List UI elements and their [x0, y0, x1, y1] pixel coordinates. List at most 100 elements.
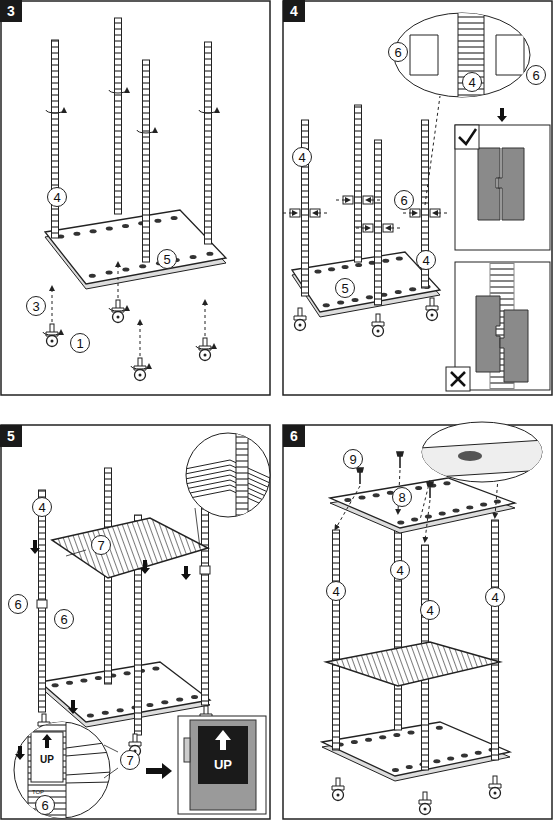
- callout-circle: 7: [91, 535, 111, 555]
- rotate-arrow: [46, 110, 64, 113]
- plate-hole: [409, 287, 416, 291]
- plate-hole: [436, 726, 443, 730]
- plate-hole: [393, 733, 400, 737]
- check-mark: [459, 129, 476, 144]
- leader-line: [66, 550, 86, 556]
- up-arrow: [42, 734, 52, 748]
- plate-hole: [396, 256, 403, 260]
- plate-hole: [122, 224, 129, 228]
- callout-circle: 4: [47, 187, 67, 207]
- wire-detail: [180, 485, 270, 503]
- plate-hole: [453, 508, 460, 512]
- callout-circle: 4: [292, 147, 312, 167]
- plate-hole: [117, 708, 124, 712]
- plate-hole: [395, 290, 402, 294]
- guide-line: [283, 213, 295, 214]
- cross-box: [446, 367, 470, 391]
- pole: [202, 490, 209, 705]
- down-arrow: [140, 560, 150, 574]
- plate-hole: [392, 768, 399, 772]
- plate-hole: [475, 751, 482, 755]
- pole: [143, 60, 150, 262]
- wire-detail: [180, 480, 270, 498]
- plate-hole: [161, 700, 168, 704]
- sleeve-half: [410, 35, 438, 75]
- guide-line: [118, 264, 119, 298]
- sleeve-half: [500, 310, 528, 382]
- sleeve-half: [476, 296, 500, 372]
- guide-line: [425, 96, 440, 205]
- callout-circle: 4: [462, 72, 482, 92]
- plate-hole: [190, 255, 197, 259]
- callout-circle: 6: [54, 609, 74, 629]
- caster-hub: [204, 354, 207, 357]
- plate-hole: [344, 498, 351, 502]
- caster-hub: [337, 794, 340, 797]
- wire-detail: [180, 490, 270, 508]
- wire-detail: [180, 465, 270, 483]
- callout-number: 7: [97, 539, 104, 552]
- plate-hole: [139, 264, 146, 268]
- caster-hub: [431, 314, 434, 317]
- leader-line: [104, 768, 118, 778]
- correct-view: [455, 125, 550, 250]
- wire-detail: [180, 460, 270, 478]
- down-arrow: [15, 746, 25, 760]
- guide-line: [368, 200, 380, 201]
- caster-hub: [424, 808, 427, 811]
- plate-detail: [420, 440, 545, 478]
- check-box: [455, 125, 479, 149]
- caster-wheel: [420, 804, 431, 815]
- pole: [115, 18, 122, 214]
- wire-shelf: [326, 642, 500, 686]
- callout-circle: 5: [335, 278, 355, 298]
- step-number: 3: [0, 0, 22, 22]
- callout-number: 4: [53, 191, 60, 204]
- callout-circle: 6: [8, 594, 28, 614]
- shelf-plate: [322, 722, 510, 776]
- callout-circle: 4: [390, 560, 410, 580]
- next-arrow: [146, 763, 172, 779]
- guide-line: [435, 213, 447, 214]
- shelf-plate: [330, 478, 515, 528]
- pole: [52, 40, 59, 238]
- callout-number: 7: [126, 754, 133, 767]
- plate-hole: [323, 303, 330, 307]
- plate-hole: [52, 683, 59, 687]
- up-plate: [198, 726, 248, 784]
- rotate-arrow: [199, 110, 217, 113]
- caster-wheel: [373, 326, 384, 337]
- pole-detail: [236, 430, 248, 520]
- callout-circle: 4: [485, 587, 505, 607]
- wire-end: [184, 738, 190, 762]
- plate-hole: [443, 481, 450, 485]
- guide-line: [52, 288, 53, 322]
- screw: [397, 452, 403, 468]
- callout-number: 6: [14, 598, 21, 611]
- plate-hole: [176, 698, 183, 702]
- rotate-arrow: [137, 130, 155, 133]
- leader-line: [104, 745, 118, 752]
- callout-number: 6: [41, 799, 48, 812]
- hole-detail: [458, 451, 482, 461]
- plate-hole: [415, 486, 422, 490]
- plate-hole: [87, 713, 94, 717]
- plate-hole: [411, 517, 418, 521]
- plate-hole: [206, 252, 213, 256]
- guide-line: [403, 213, 415, 214]
- caster-hub: [299, 324, 302, 327]
- plate-hole: [433, 759, 440, 763]
- caster-hub: [117, 316, 120, 319]
- plate-hole: [466, 505, 473, 509]
- plate-hole: [359, 496, 366, 500]
- step-label: 3: [7, 4, 15, 18]
- plate-hole: [447, 756, 454, 760]
- sleeve-half: [498, 148, 524, 220]
- callout-number: 6: [394, 46, 401, 59]
- callout-circle: 1: [70, 333, 90, 353]
- panel-frames: [1, 1, 552, 819]
- callout-number: 4: [332, 585, 339, 598]
- rotate-arrow: [131, 366, 149, 369]
- plate-hole: [73, 232, 80, 236]
